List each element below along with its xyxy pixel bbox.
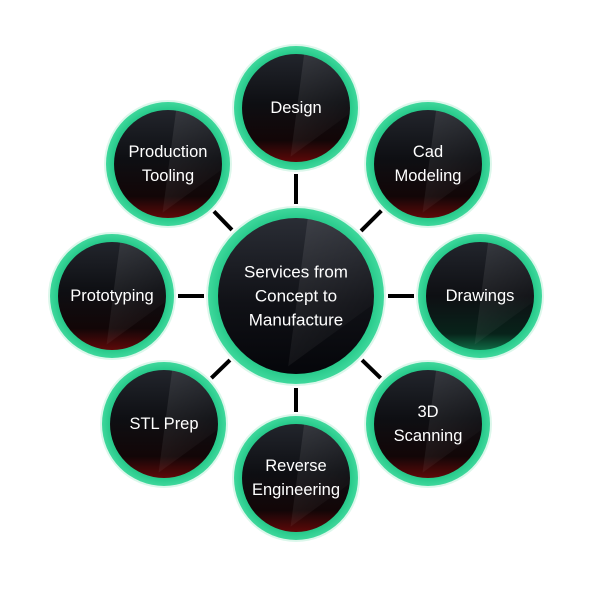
connectors: [178, 174, 414, 412]
node-shine: [106, 242, 167, 345]
node-label-line: Reverse: [265, 457, 326, 475]
node-label-line: Services from: [244, 263, 348, 282]
node-label-line: STL Prep: [129, 415, 198, 433]
node-shine: [422, 110, 483, 213]
node-label-line: Design: [270, 99, 321, 117]
node-stl-prep[interactable]: STL Prep: [100, 360, 228, 488]
node-3d-scanning[interactable]: 3D Scanning: [364, 360, 492, 488]
node-shine: [422, 370, 483, 473]
connector-production-tooling: [212, 209, 234, 232]
node-shine: [162, 110, 223, 213]
node-shine: [290, 424, 351, 527]
nodes: DesignCadModelingDrawings3DScanningRever…: [48, 44, 544, 542]
node-shine: [474, 242, 535, 345]
node-label-line: Concept to: [255, 287, 337, 306]
node-shine: [288, 218, 375, 367]
node-label-line: Production: [129, 143, 208, 161]
connector-3d-scanning: [360, 358, 383, 380]
node-label-line: Prototyping: [70, 287, 153, 305]
node-label-line: Manufacture: [249, 311, 344, 330]
node-shine: [290, 54, 351, 157]
node-drawings[interactable]: Drawings: [416, 232, 544, 360]
connector-cad-modeling: [359, 209, 383, 233]
node-label-line: 3D: [417, 403, 438, 421]
connector-stl-prep: [209, 358, 232, 380]
node-label-line: Modeling: [395, 167, 462, 185]
node-label-line: Cad: [413, 143, 443, 161]
node-shine: [158, 370, 219, 473]
node-design[interactable]: Design: [232, 44, 360, 172]
node-label-line: Tooling: [142, 167, 194, 185]
node-label-line: Engineering: [252, 481, 340, 499]
node-prototyping[interactable]: Prototyping: [48, 232, 176, 360]
node-label-line: Scanning: [394, 427, 463, 445]
node-label-line: Drawings: [446, 287, 515, 305]
